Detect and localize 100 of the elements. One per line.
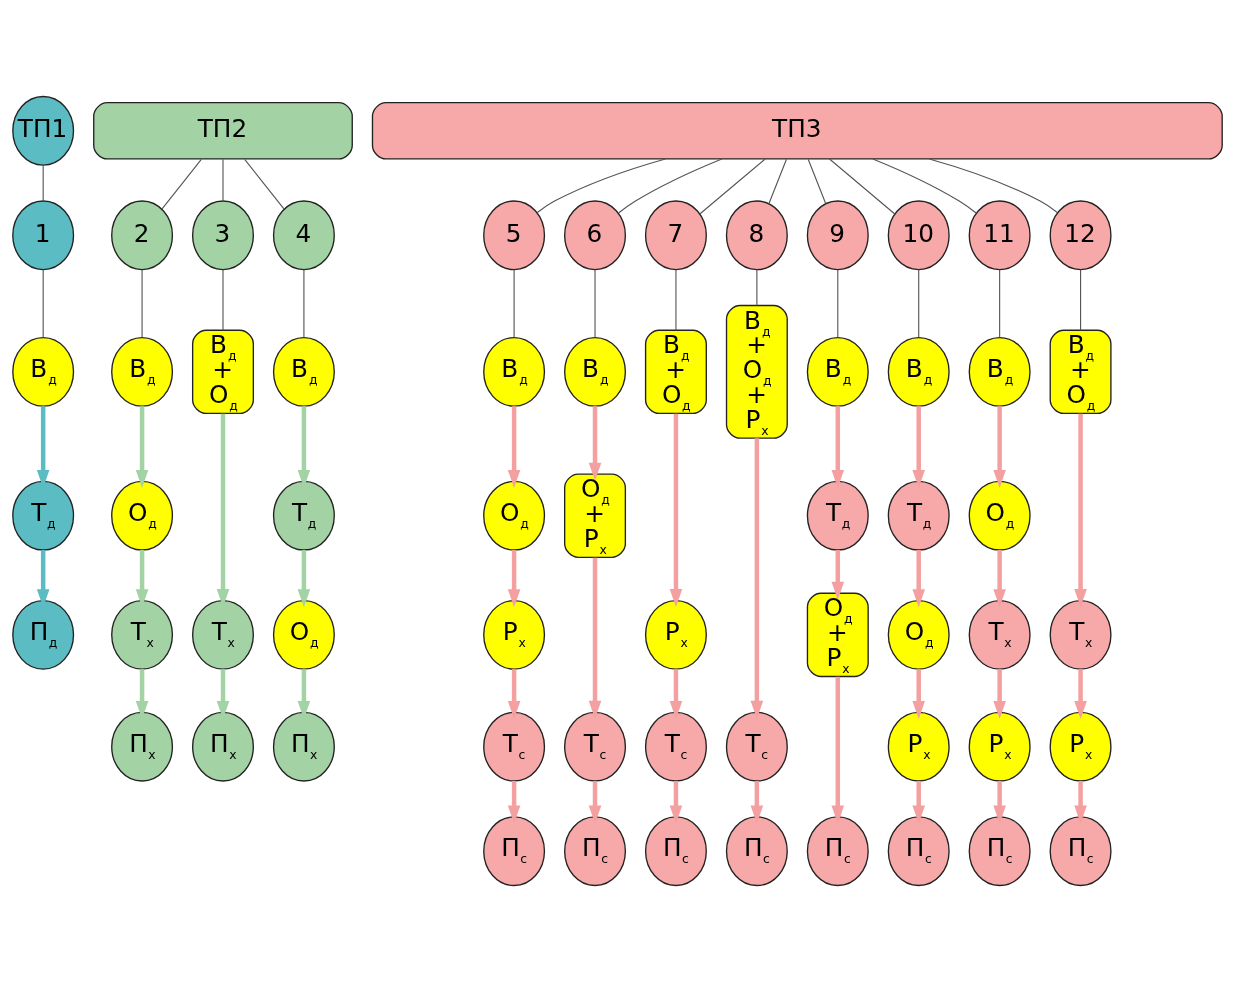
connector [837,269,839,338]
arrow [993,406,1006,488]
node-ellipse: Т$_{х}$ [191,599,254,670]
node-ellipse: 3 [191,200,254,271]
arrow [831,676,845,824]
node-ellipse: Т$_{х}$ [1049,599,1112,670]
arrow [993,781,1006,824]
connector [594,269,596,338]
connector [918,269,920,338]
node-ellipse: Т$_{х}$ [111,599,174,670]
node-ellipse: О$_{д}$ [483,480,546,551]
node-ellipse: В$_{д}$ [483,336,546,407]
node-ellipse: В$_{д}$ [12,336,75,407]
connector [222,269,224,331]
node-ellipse: Т$_{д}$ [272,480,335,551]
node-ellipse: П$_{х}$ [111,711,174,782]
connector [829,158,896,215]
arrow [912,669,926,719]
connector [999,269,1001,338]
node-ellipse: В$_{д}$ [806,336,869,407]
connector [928,158,1058,213]
arrow [912,550,926,608]
connector [699,158,766,215]
node-box: В$_{д}$ + О$_{д}$ + Р$_{х}$ [725,304,788,439]
connector [222,158,224,202]
connector [618,158,723,214]
arrow [669,413,683,608]
node-ellipse: 9 [806,200,869,271]
node-box: ТП2 [93,102,353,160]
node-ellipse: В$_{д}$ [111,336,174,407]
node-ellipse: Т$_{с}$ [483,711,546,782]
node-box: В$_{д}$ + О$_{д}$ [191,329,254,415]
node-ellipse: 12 [1049,200,1112,271]
node-ellipse: П$_{с}$ [644,816,707,887]
arrow [831,406,845,488]
connector [872,158,977,214]
node-box: В$_{д}$ + О$_{д}$ [644,329,707,415]
node-box: О$_{д}$ + Р$_{х}$ [564,473,627,558]
arrow [993,550,1006,608]
node-ellipse: 1 [12,200,75,271]
connector [1080,269,1082,331]
node-ellipse: П$_{с}$ [725,816,788,887]
node-ellipse: 2 [111,200,174,271]
node-ellipse: В$_{д}$ [272,336,335,407]
arrow [297,550,311,608]
arrow [993,669,1006,719]
arrow [1074,781,1087,824]
node-ellipse: П$_{д}$ [12,599,75,670]
connector [42,164,44,202]
node-ellipse: 4 [272,200,335,271]
node-ellipse: В$_{д}$ [564,336,627,407]
node-ellipse: О$_{д}$ [887,599,950,670]
connector [807,158,827,205]
node-ellipse: П$_{с}$ [968,816,1031,887]
arrow [507,669,521,719]
connector [42,269,44,338]
node-ellipse: В$_{д}$ [887,336,950,407]
connector [141,269,143,338]
arrow [750,438,764,719]
node-ellipse: О$_{д}$ [111,480,174,551]
node-ellipse: Т$_{с}$ [564,711,627,782]
node-ellipse: Р$_{х}$ [968,711,1031,782]
arrow [1074,669,1087,719]
connector [161,158,202,210]
arrow [750,781,764,824]
connector [756,269,758,306]
node-ellipse: П$_{с}$ [483,816,546,887]
connector [513,269,515,338]
node-ellipse: Т$_{х}$ [968,599,1031,670]
arrow [831,550,845,600]
node-ellipse: В$_{д}$ [968,336,1031,407]
node-ellipse: ТП1 [12,95,75,166]
connector [768,158,788,205]
arrow [588,781,602,824]
arrow [507,406,521,488]
connector [675,269,677,331]
node-ellipse: Р$_{х}$ [483,599,546,670]
node-box: О$_{д}$ + Р$_{х}$ [806,592,869,678]
connector [536,158,666,213]
arrow [135,406,149,488]
node-ellipse: Т$_{д}$ [12,480,75,551]
node-ellipse: Т$_{д}$ [806,480,869,551]
node-ellipse: Р$_{х}$ [1049,711,1112,782]
node-ellipse: П$_{с}$ [564,816,627,887]
node-ellipse: О$_{д}$ [968,480,1031,551]
node-ellipse: П$_{х}$ [191,711,254,782]
node-box: В$_{д}$ + О$_{д}$ [1049,329,1112,415]
node-ellipse: Р$_{х}$ [644,599,707,670]
arrow [669,669,683,719]
node-ellipse: 7 [644,200,707,271]
arrow [507,550,521,608]
node-ellipse: П$_{с}$ [806,816,869,887]
node-ellipse: Т$_{с}$ [725,711,788,782]
arrow [588,557,602,719]
node-ellipse: Т$_{д}$ [887,480,950,551]
node-ellipse: 10 [887,200,950,271]
node-ellipse: П$_{с}$ [887,816,950,887]
arrow [588,406,602,481]
node-ellipse: 6 [564,200,627,271]
node-ellipse: Т$_{с}$ [644,711,707,782]
